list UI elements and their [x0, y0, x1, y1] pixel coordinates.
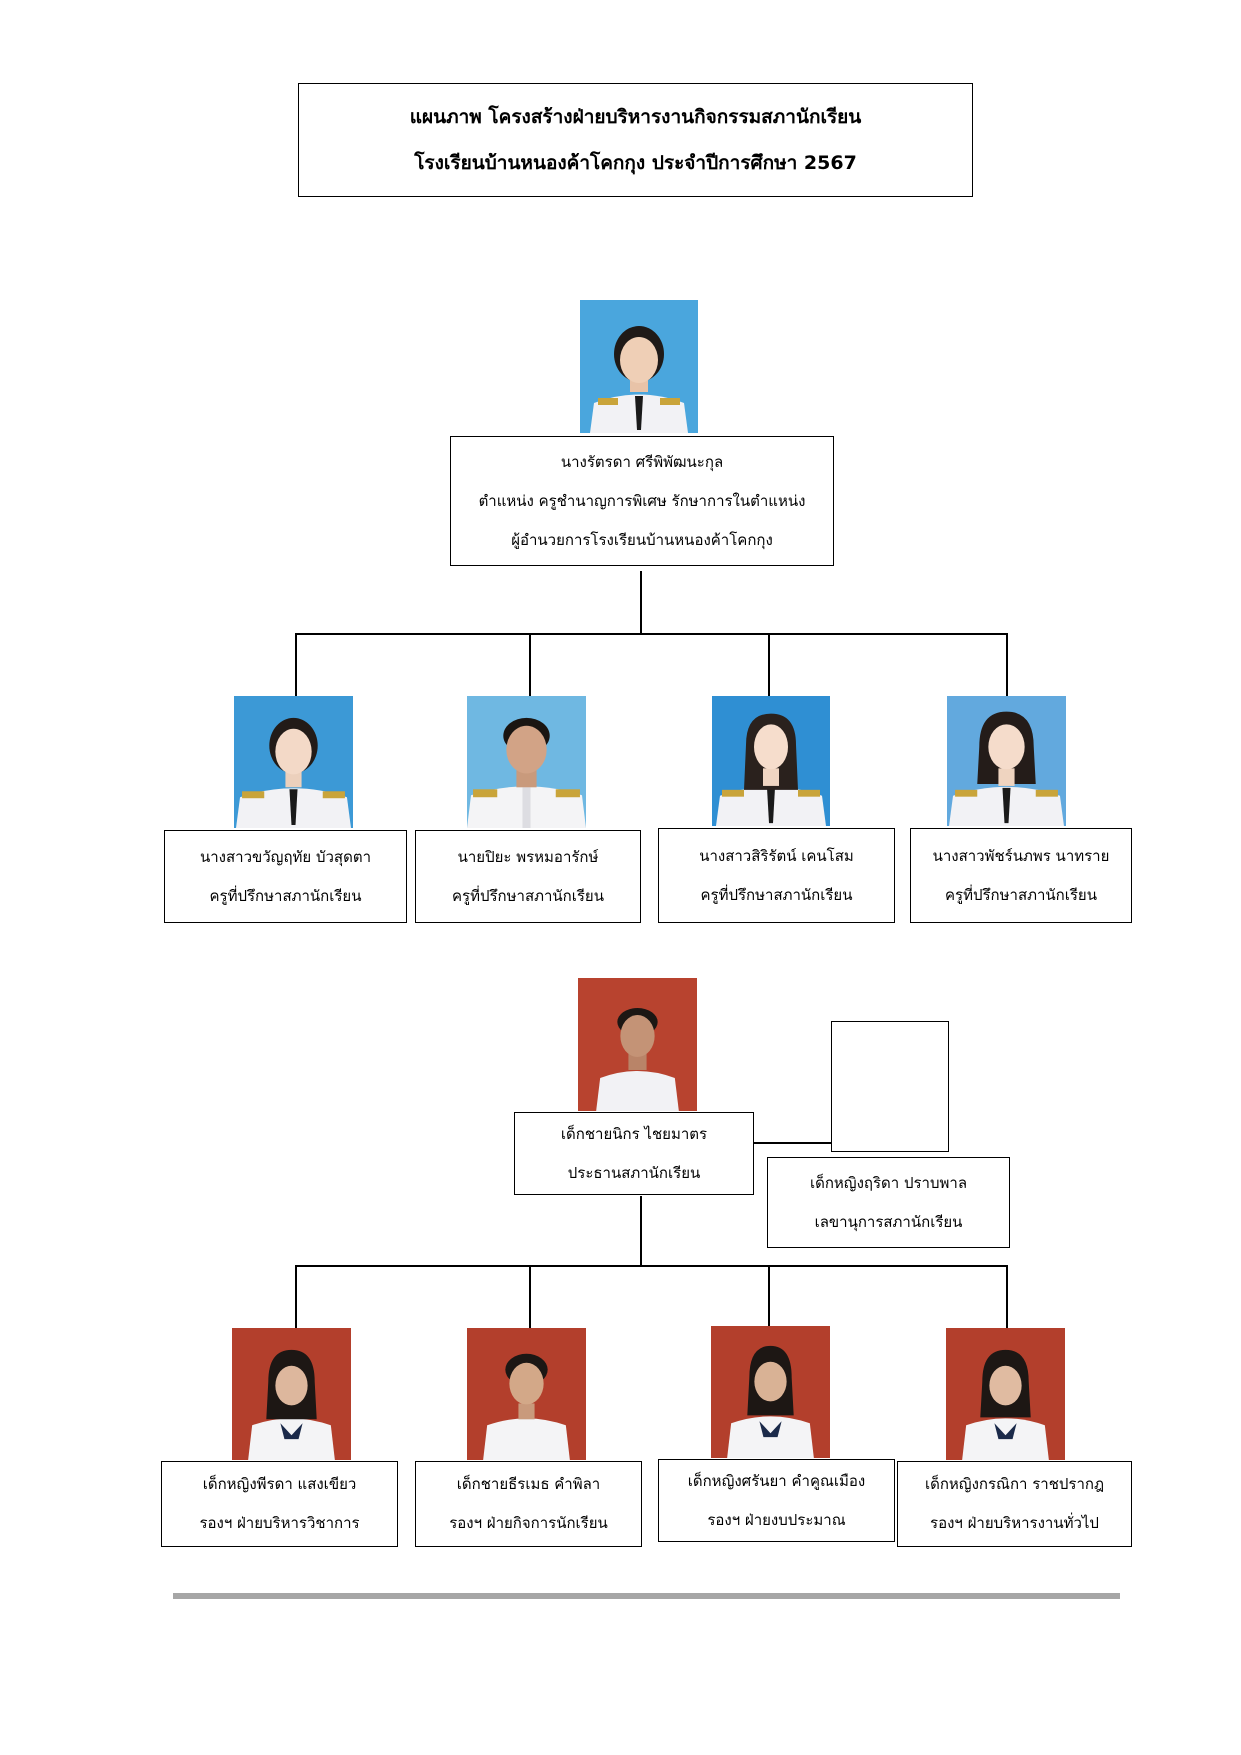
advisor-photo [234, 696, 353, 828]
advisor-box: นางสาวขวัญฤทัย บัวสุดตา ครูที่ปรึกษาสภาน… [164, 830, 407, 923]
connector-line [768, 633, 770, 699]
advisor-box: นายปิยะ พรหมอารักษ์ ครูที่ปรึกษาสภานักเร… [415, 830, 641, 923]
vice-president-box: เด็กหญิงศรันยา คำคูณเมือง รองฯ ฝ่ายงบประ… [658, 1459, 895, 1542]
diagram-title-line1: แผนภาพ โครงสร้างฝ่ายบริหารงานกิจกรรมสภาน… [409, 106, 862, 128]
advisor-photo [947, 696, 1066, 826]
president-name: เด็กชายนิกร ไชยมาตร [560, 1124, 708, 1143]
secretary-photo-placeholder [831, 1021, 949, 1152]
advisor-name: นางสาวสิริรัตน์ เคนโสม [699, 846, 854, 865]
connector-line [529, 1265, 531, 1331]
vice-president-name: เด็กหญิงพีรดา แสงเขียว [202, 1475, 357, 1493]
advisor-role: ครูที่ปรึกษาสภานักเรียน [700, 885, 853, 904]
vice-president-photo [467, 1328, 586, 1460]
connector-line [295, 633, 1007, 635]
vice-president-photo [711, 1326, 830, 1458]
advisor-name: นางสาวพัชร์นภพร นาทราย [932, 846, 1110, 865]
director-photo [580, 300, 698, 433]
connector-line [295, 633, 297, 699]
advisor-role: ครูที่ปรึกษาสภานักเรียน [945, 885, 1097, 904]
advisor-photo [467, 696, 586, 828]
secretary-role: เลขานุการสภานักเรียน [814, 1212, 963, 1231]
vice-president-photo [232, 1328, 351, 1460]
connector-line [640, 571, 642, 633]
connector-line [1006, 633, 1008, 699]
connector-line [1006, 1265, 1008, 1331]
advisor-box: นางสาวสิริรัตน์ เคนโสม ครูที่ปรึกษาสภานั… [658, 828, 895, 923]
connector-line [295, 1265, 297, 1331]
vice-president-role: รองฯ ฝ่ายบริหารวิชาการ [199, 1514, 360, 1532]
secretary-box: เด็กหญิงฤริดา ปราบพาล เลขานุการสภานักเรี… [767, 1157, 1010, 1248]
connector-line [768, 1265, 770, 1331]
president-role: ประธานสภานักเรียน [567, 1163, 701, 1182]
connector-line [640, 1196, 642, 1265]
advisor-role: ครูที่ปรึกษาสภานักเรียน [209, 886, 362, 905]
advisor-role: ครูที่ปรึกษาสภานักเรียน [452, 886, 604, 905]
advisor-name: นางสาวขวัญฤทัย บัวสุดตา [200, 847, 371, 866]
director-name: นางรัตรดา ศรีพิพัฒนะกุล [560, 452, 724, 471]
advisor-box: นางสาวพัชร์นภพร นาทราย ครูที่ปรึกษาสภานั… [910, 828, 1132, 923]
director-position: ตำแหน่ง ครูชำนาญการพิเศษ รักษาการในตำแหน… [478, 491, 806, 510]
vice-president-name: เด็กชายธีรเมธ คำพิลา [456, 1475, 601, 1493]
director-box: นางรัตรดา ศรีพิพัฒนะกุล ตำแหน่ง ครูชำนาญ… [450, 436, 834, 566]
director-position: ผู้อำนวยการโรงเรียนบ้านหนองค้าโคกกุง [511, 530, 773, 549]
footer-divider [173, 1593, 1120, 1599]
diagram-title-line2: โรงเรียนบ้านหนองค้าโคกกุง ประจำปีการศึกษ… [414, 152, 857, 174]
connector-line [754, 1142, 832, 1144]
vice-president-name: เด็กหญิงกรณิกา ราชปรากฎ [924, 1475, 1105, 1493]
connector-line [295, 1265, 1007, 1267]
vice-president-role: รองฯ ฝ่ายงบประมาณ [707, 1510, 846, 1529]
diagram-title-box: แผนภาพ โครงสร้างฝ่ายบริหารงานกิจกรรมสภาน… [298, 83, 973, 197]
advisor-name: นายปิยะ พรหมอารักษ์ [457, 847, 599, 866]
connector-line [529, 633, 531, 699]
vice-president-role: รองฯ ฝ่ายบริหารงานทั่วไป [930, 1514, 1099, 1532]
vice-president-box: เด็กหญิงกรณิกา ราชปรากฎ รองฯ ฝ่ายบริหารง… [897, 1461, 1132, 1547]
vice-president-box: เด็กหญิงพีรดา แสงเขียว รองฯ ฝ่ายบริหารวิ… [161, 1461, 398, 1547]
secretary-name: เด็กหญิงฤริดา ปราบพาล [809, 1173, 968, 1192]
vice-president-photo [946, 1328, 1065, 1460]
president-box: เด็กชายนิกร ไชยมาตร ประธานสภานักเรียน [514, 1112, 754, 1195]
vice-president-name: เด็กหญิงศรันยา คำคูณเมือง [687, 1471, 866, 1490]
president-photo [578, 978, 697, 1111]
vice-president-box: เด็กชายธีรเมธ คำพิลา รองฯ ฝ่ายกิจการนักเ… [415, 1461, 642, 1547]
vice-president-role: รองฯ ฝ่ายกิจการนักเรียน [449, 1514, 608, 1532]
advisor-photo [712, 696, 830, 826]
